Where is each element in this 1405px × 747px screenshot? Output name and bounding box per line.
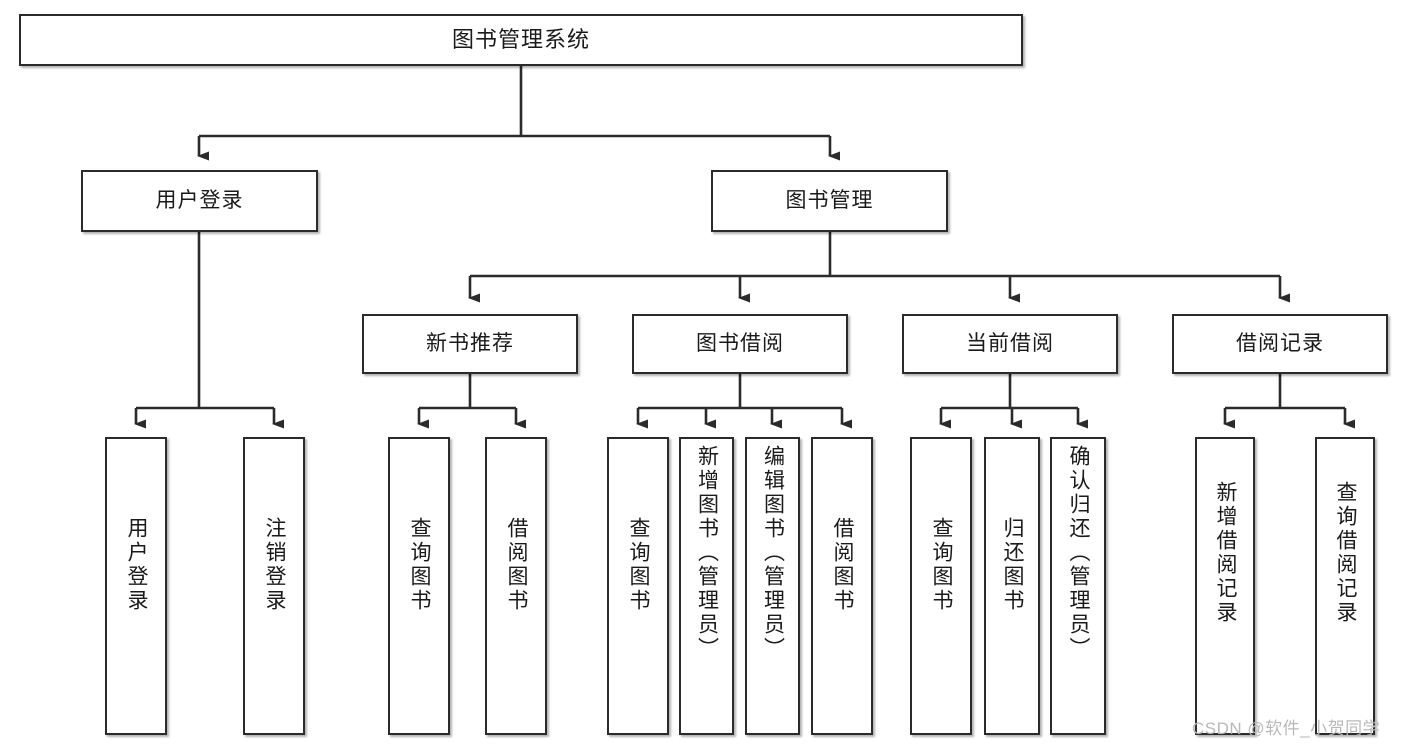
node-user-login-label: 用户登录 bbox=[155, 188, 244, 212]
leaf-query-book-1[interactable]: 查询图书 bbox=[388, 437, 450, 735]
node-current-borrow-label: 当前借阅 bbox=[966, 331, 1054, 355]
leaf-confirm-return[interactable]: 确认归还（管理员） bbox=[1050, 437, 1106, 735]
leaf-query-book-1-label: 查询图书 bbox=[408, 517, 432, 613]
node-new-book-recommend[interactable]: 新书推荐 bbox=[362, 314, 578, 374]
leaf-return-book[interactable]: 归还图书 bbox=[984, 437, 1040, 735]
leaf-query-record[interactable]: 查询借阅记录 bbox=[1315, 437, 1375, 735]
leaf-user-login-label: 用户登录 bbox=[125, 517, 149, 613]
leaf-user-login[interactable]: 用户登录 bbox=[105, 437, 167, 735]
node-book-manage[interactable]: 图书管理 bbox=[711, 170, 948, 232]
leaf-user-logout[interactable]: 注销登录 bbox=[243, 437, 305, 735]
leaf-borrow-book-2[interactable]: 借阅图书 bbox=[811, 437, 873, 735]
leaf-edit-book[interactable]: 编辑图书（管理员） bbox=[745, 437, 800, 735]
node-user-login[interactable]: 用户登录 bbox=[81, 170, 318, 232]
leaf-borrow-book-2-label: 借阅图书 bbox=[831, 517, 855, 613]
node-root[interactable]: 图书管理系统 bbox=[19, 14, 1023, 66]
leaf-query-record-label: 查询借阅记录 bbox=[1334, 481, 1358, 625]
node-book-borrow-label: 图书借阅 bbox=[696, 331, 784, 355]
leaf-return-book-label: 归还图书 bbox=[1001, 517, 1025, 613]
node-current-borrow[interactable]: 当前借阅 bbox=[902, 314, 1118, 374]
leaf-edit-book-label: 编辑图书（管理员） bbox=[761, 445, 785, 661]
watermark: CSDN @软件_小贺同学 bbox=[1192, 714, 1380, 739]
node-new-book-recommend-label: 新书推荐 bbox=[426, 331, 514, 355]
leaf-add-book[interactable]: 新增图书（管理员） bbox=[679, 437, 734, 735]
leaf-add-book-label: 新增图书（管理员） bbox=[695, 445, 719, 661]
leaf-query-book-2[interactable]: 查询图书 bbox=[607, 437, 669, 735]
watermark-text: CSDN @软件_小贺同学 bbox=[1192, 719, 1381, 738]
node-book-manage-label: 图书管理 bbox=[785, 188, 874, 212]
leaf-query-book-2-label: 查询图书 bbox=[627, 517, 651, 613]
node-borrow-record-label: 借阅记录 bbox=[1236, 331, 1324, 355]
leaf-query-book-3-label: 查询图书 bbox=[930, 517, 954, 613]
leaf-add-record[interactable]: 新增借阅记录 bbox=[1195, 437, 1255, 735]
leaf-borrow-book-1-label: 借阅图书 bbox=[505, 517, 529, 613]
leaf-confirm-return-label: 确认归还（管理员） bbox=[1067, 445, 1091, 661]
leaf-add-record-label: 新增借阅记录 bbox=[1214, 481, 1238, 625]
leaf-user-logout-label: 注销登录 bbox=[263, 517, 287, 613]
node-borrow-record[interactable]: 借阅记录 bbox=[1172, 314, 1388, 374]
leaf-borrow-book-1[interactable]: 借阅图书 bbox=[485, 437, 547, 735]
node-root-label: 图书管理系统 bbox=[451, 27, 590, 53]
node-book-borrow[interactable]: 图书借阅 bbox=[632, 314, 848, 374]
leaf-query-book-3[interactable]: 查询图书 bbox=[910, 437, 972, 735]
